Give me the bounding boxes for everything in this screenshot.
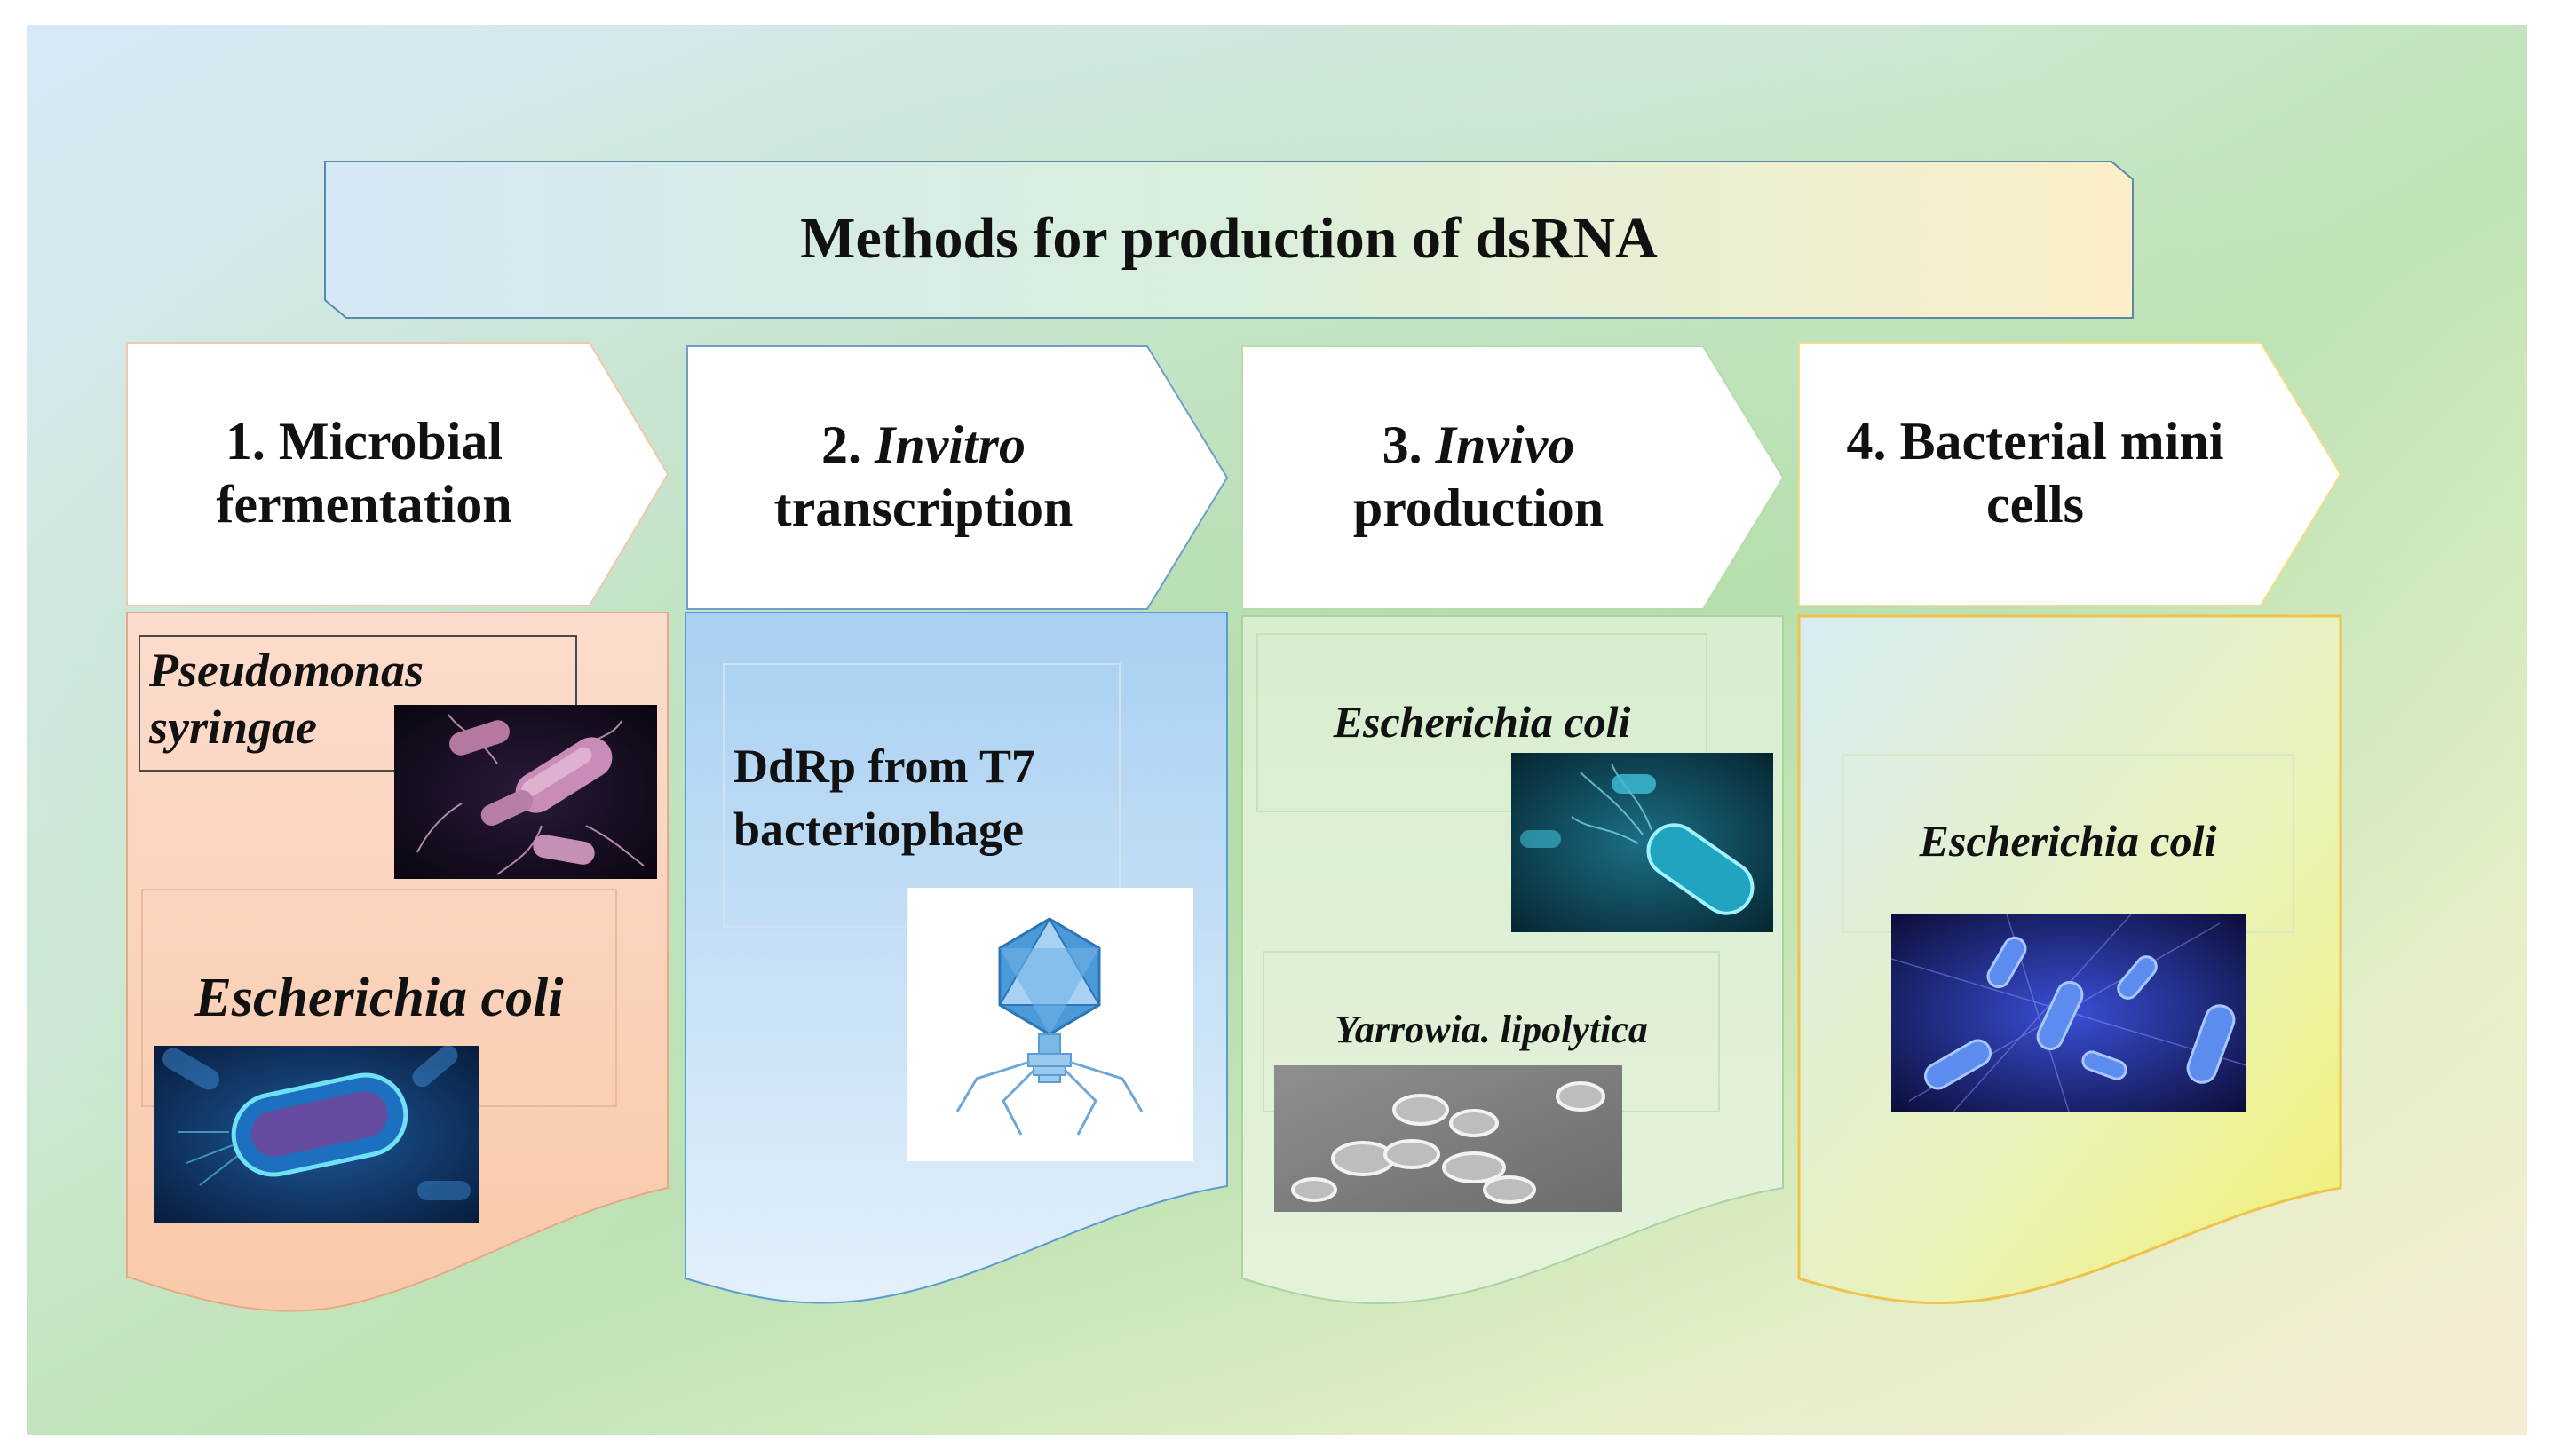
step-2-arrow [686, 345, 1229, 610]
ecoli-3-label-box [1256, 633, 1707, 812]
step-2-number: 2. [820, 415, 861, 474]
step-2-label: 2. Invitro transcription [693, 414, 1154, 540]
pseudomonas-label: Pseudomonas syringae [149, 643, 540, 756]
pseudomonas-label-box [139, 635, 577, 772]
pseudomonas-name-line1: Pseudomonas [149, 644, 424, 697]
pseudomonas-image [394, 705, 657, 879]
ecoli-image-4 [1890, 914, 2247, 1112]
step-1-title-line2: fermentation [216, 474, 512, 534]
ddrp-line2: bacteriophage [733, 803, 1024, 857]
step-3-number: 3. [1382, 415, 1422, 474]
title-box [324, 161, 2134, 319]
step-2-title: Invitro [874, 415, 1026, 474]
step-3-label: 3. Invivo production [1248, 414, 1709, 540]
diagram-title: Methods for production of dsRNA [800, 206, 1658, 271]
pseudomonas-name-line2: syringae [149, 700, 317, 754]
step-4-label: 4. Bacterial mini cells [1804, 410, 2266, 536]
step-4-number: 4. [1846, 412, 1887, 471]
ecoli-4-label: Escherichia coli [1919, 816, 2217, 866]
ecoli-3-label: Escherichia coli [1333, 697, 1631, 747]
ddrp-line1: DdRp from T7 [733, 740, 1036, 793]
step-4-arrow [1798, 342, 2342, 606]
bacteriophage-icon [907, 888, 1193, 1161]
step-3-title: Invivo [1435, 415, 1575, 474]
ecoli-1-label: Escherichia coli [194, 968, 564, 1028]
ecoli-image-3 [1511, 753, 1773, 932]
step-1-label: 1. Microbial fermentation [133, 410, 595, 536]
step-4-title-line2: cells [1986, 474, 2084, 534]
step-1-number: 1. [225, 412, 265, 471]
step-3-title-line2: production [1352, 478, 1604, 537]
yarrowia-label: Yarrowia. lipolytica [1335, 1008, 1648, 1051]
step-2-title-line2: transcription [773, 478, 1073, 537]
ecoli-image-1 [154, 1045, 479, 1223]
step-1-title: Microbial [278, 412, 503, 471]
step-4-title: Bacterial mini [1899, 412, 2224, 471]
step-3-arrow [1241, 345, 1785, 610]
ddrp-label: DdRp from T7 bacteriophage [733, 735, 1124, 862]
step-1-arrow [126, 342, 669, 606]
yarrowia-image [1274, 1065, 1622, 1212]
